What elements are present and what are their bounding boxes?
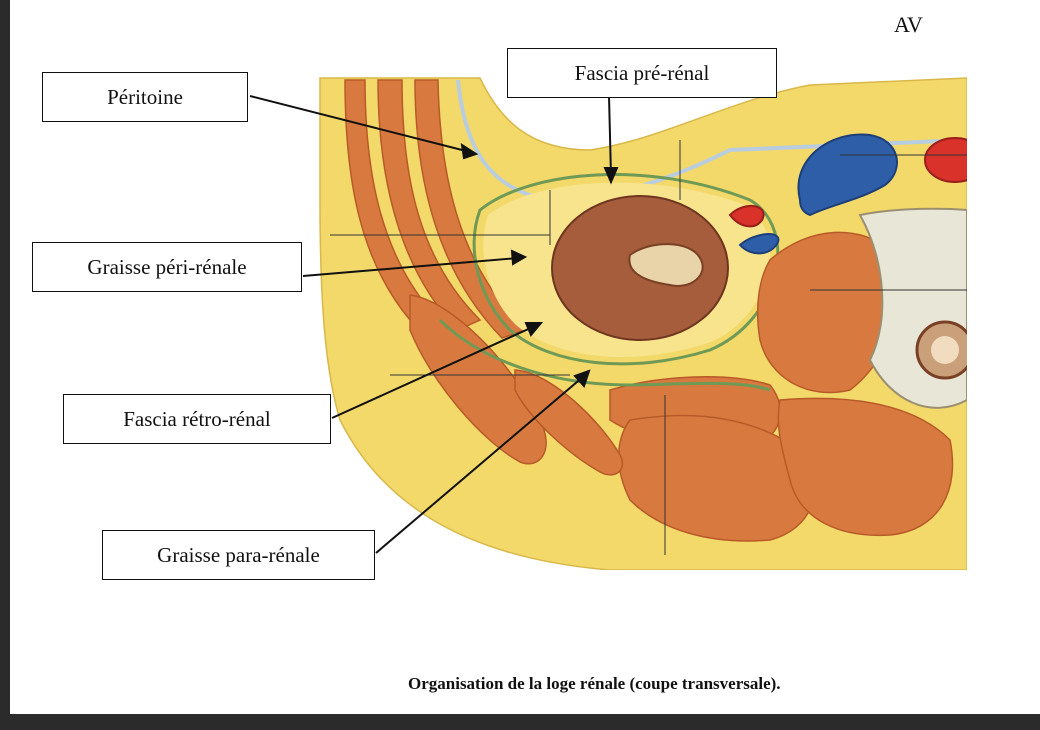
anatomical-illustration bbox=[249, 77, 967, 570]
arrow-head-peritoine bbox=[460, 142, 479, 160]
retrorenal-fascia-line bbox=[438, 318, 771, 392]
arrow-fascia-retro-renal bbox=[331, 325, 536, 419]
arrow-fascia-pre-renal bbox=[608, 95, 612, 177]
spinal-cord bbox=[931, 336, 959, 364]
arrow-peritoine bbox=[249, 95, 471, 153]
arrow-head-graisse-peri-renale bbox=[510, 249, 528, 266]
abdominal-wall-muscle-2 bbox=[377, 79, 482, 331]
inner-reference-lines bbox=[330, 140, 967, 555]
renal-artery bbox=[728, 205, 765, 228]
arrow-graisse-para-renale bbox=[375, 375, 585, 554]
posterior-back-muscle bbox=[777, 397, 954, 537]
arrow-head-fascia-pre-renal bbox=[603, 167, 619, 185]
cross-section bbox=[319, 77, 967, 570]
renal-sinus bbox=[628, 243, 704, 287]
renal-vein bbox=[738, 233, 780, 255]
figure-caption: Organisation de la loge rénale (coupe tr… bbox=[408, 674, 781, 693]
renal-fascia bbox=[472, 173, 780, 366]
label-graisse-peri-renale: Graisse péri-rénale bbox=[32, 242, 302, 292]
arrow-head-fascia-retro-renal bbox=[524, 322, 544, 337]
psoas-muscle bbox=[756, 231, 899, 394]
lateral-muscle-2 bbox=[514, 369, 624, 476]
arrow-graisse-peri-renale bbox=[302, 257, 519, 277]
label-fascia-pre-renal: Fascia pré-rénal bbox=[507, 48, 777, 98]
arrow-head-graisse-para-renale bbox=[573, 369, 591, 388]
anterior-orientation-marker: AV bbox=[894, 12, 923, 37]
left-frame-bar bbox=[0, 0, 10, 730]
label-peritoine: Péritoine bbox=[42, 72, 248, 122]
label-graisse-para-renale: Graisse para-rénale bbox=[102, 530, 375, 580]
lateral-muscle-1 bbox=[409, 294, 547, 465]
diagram-page: AV Péritoine Fascia pré-rénal Graisse pé… bbox=[10, 0, 1040, 714]
label-fascia-retro-renal: Fascia rétro-rénal bbox=[63, 394, 331, 444]
pointer-arrows bbox=[249, 95, 619, 554]
aorta bbox=[924, 137, 967, 183]
erector-spinae-muscle bbox=[618, 414, 816, 542]
bottom-frame-bar bbox=[0, 714, 1040, 730]
